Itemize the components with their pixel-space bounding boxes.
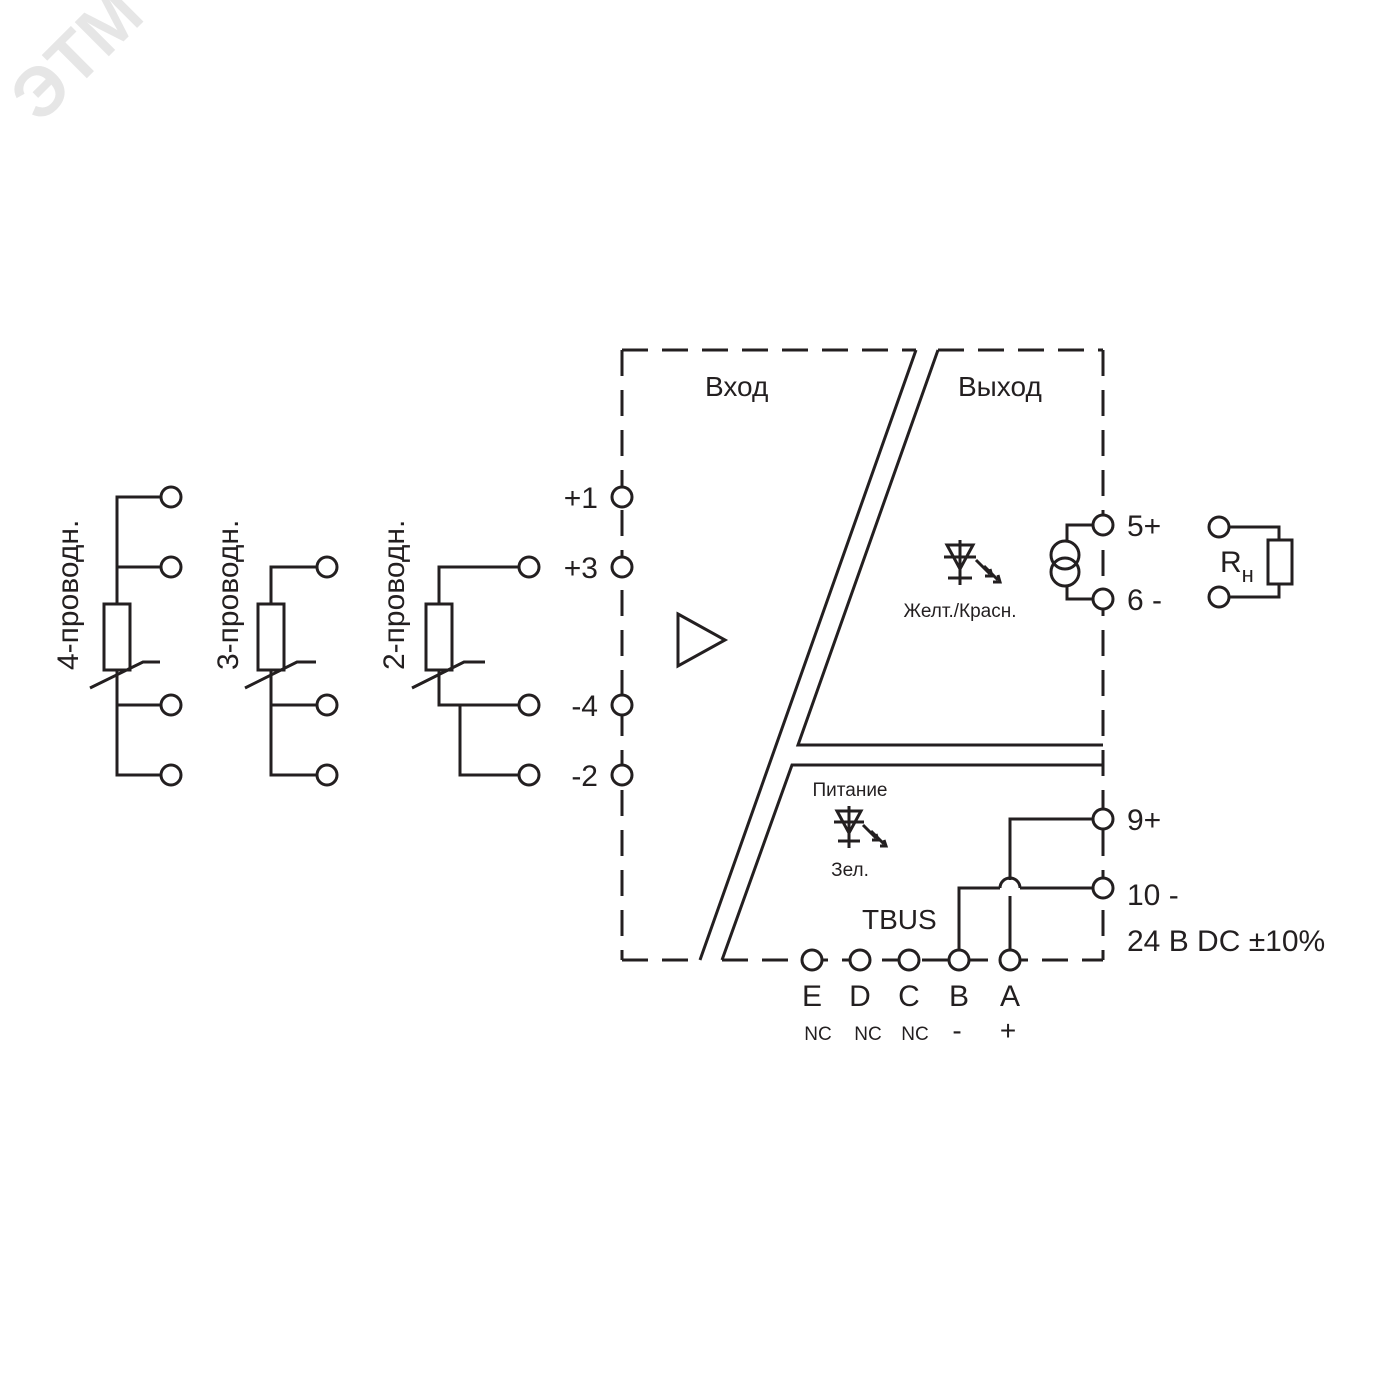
bus-terminal-c-letter: C <box>898 980 920 1013</box>
sensor-3-wire-terminal-1[interactable] <box>315 555 339 579</box>
led-output-label: Желт./Красн. <box>904 601 1017 622</box>
bus-terminal-d-note: NC <box>854 1024 881 1045</box>
bus-terminal-d[interactable] <box>848 948 872 972</box>
bus-terminal-a-note: + <box>1000 1015 1016 1046</box>
output-terminal-6[interactable] <box>1091 587 1115 611</box>
sensor-4-wire-terminal-1[interactable] <box>159 485 183 509</box>
input-terminal-4-label: -4 <box>571 690 598 723</box>
input-section-label: Вход <box>705 371 768 402</box>
sensor-2-wire: 2-проводн. <box>378 520 541 787</box>
sensor-4-wire-terminal-2[interactable] <box>159 555 183 579</box>
bus-terminal-e-note: NC <box>804 1024 831 1045</box>
sensor-3-wire-terminal-2[interactable] <box>315 693 339 717</box>
bus-terminal-b-note: - <box>952 1015 961 1046</box>
sensor-4-wire-label: 4-проводн. <box>52 520 85 670</box>
sensor-2-wire-terminal-2[interactable] <box>517 693 541 717</box>
input-terminal-3-label: +3 <box>564 552 598 585</box>
bus-terminal-a-letter: A <box>1000 980 1020 1013</box>
power-terminal-10-label: 10 - <box>1127 879 1179 912</box>
sensor-2-wire-terminal-3[interactable] <box>517 763 541 787</box>
power-label: Питание <box>813 780 888 801</box>
output-led: Желт./Красн. <box>904 540 1017 622</box>
load-terminal-bottom[interactable] <box>1207 585 1231 609</box>
bus-terminal-e[interactable] <box>800 948 824 972</box>
load-resistor-icon <box>1266 538 1294 586</box>
input-terminal-4[interactable] <box>610 693 634 717</box>
output-terminal-5[interactable] <box>1091 513 1115 537</box>
sensor-3-wire: 3-проводн. <box>212 520 339 787</box>
sensor-4-wire-terminal-4[interactable] <box>159 763 183 787</box>
load-terminal-top[interactable] <box>1207 515 1231 539</box>
current-source-icon <box>1049 539 1081 571</box>
input-terminal-1[interactable] <box>610 485 634 509</box>
bus-terminal-b[interactable] <box>947 948 971 972</box>
watermark-logo: ЭТМ <box>0 0 157 136</box>
input-terminal-3[interactable] <box>610 555 634 579</box>
output-terminal-5-label: 5+ <box>1127 510 1161 543</box>
output-terminal-6-label: 6 - <box>1127 584 1162 617</box>
load-label: Rн <box>1220 546 1254 587</box>
led-yellow-red-icon <box>944 540 1002 585</box>
input-terminal-2-label: -2 <box>571 760 598 793</box>
current-source <box>1049 523 1092 601</box>
sensor-2-wire-label: 2-проводн. <box>378 520 411 670</box>
bus-terminal-c-note: NC <box>901 1024 928 1045</box>
load-resistor: Rн <box>1207 515 1294 609</box>
module-outline <box>620 348 1105 962</box>
bus-terminal-b-letter: B <box>949 980 969 1013</box>
led-green-icon <box>834 806 889 848</box>
tbus-label: TBUS <box>862 904 937 935</box>
amplifier-icon <box>676 611 729 669</box>
sensor-4-wire-terminal-3[interactable] <box>159 693 183 717</box>
power-wiring <box>957 817 1092 949</box>
power-terminal-9-label: 9+ <box>1127 804 1161 837</box>
output-section-label: Выход <box>958 371 1042 402</box>
sensor-4-wire: 4-проводн. <box>52 485 183 787</box>
power-spec-label: 24 В DC ±10% <box>1127 925 1325 958</box>
power-terminal-9[interactable] <box>1091 807 1115 831</box>
bus-terminal-d-letter: D <box>849 980 871 1013</box>
sensor-2-wire-terminal-1[interactable] <box>517 555 541 579</box>
bus-terminal-a[interactable] <box>998 948 1022 972</box>
sensor-3-wire-terminal-3[interactable] <box>315 763 339 787</box>
input-terminal-2[interactable] <box>610 763 634 787</box>
bus-terminals: E D C B A NC NC NC - + <box>800 948 1022 1046</box>
input-terminals: +1 +3 -4 -2 <box>564 482 634 793</box>
bus-terminal-e-letter: E <box>802 980 822 1013</box>
sensor-3-wire-label: 3-проводн. <box>212 520 245 670</box>
input-terminal-1-label: +1 <box>564 482 598 515</box>
led-power-label: Зел. <box>831 860 869 881</box>
power-terminal-10[interactable] <box>1091 876 1115 900</box>
isolation-barrier <box>698 349 1103 961</box>
bus-terminal-c[interactable] <box>897 948 921 972</box>
